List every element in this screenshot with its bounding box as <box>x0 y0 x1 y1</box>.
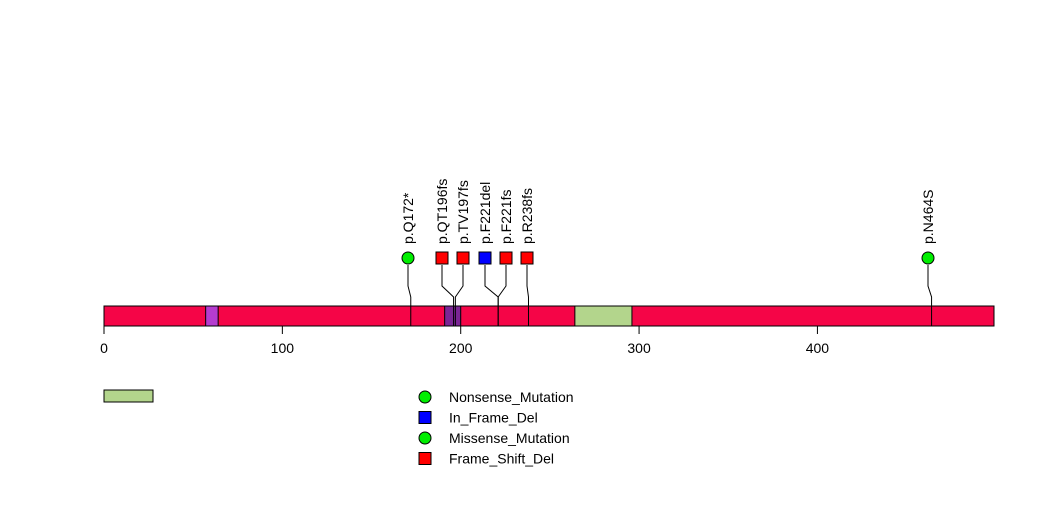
x-tick-label: 100 <box>271 340 295 356</box>
domain-1 <box>444 305 462 327</box>
mutation-stick <box>526 265 529 326</box>
mutation-head-circle <box>921 251 935 265</box>
mutation-label: p.TV197fs <box>455 180 471 244</box>
protein-backbone <box>103 305 995 327</box>
mutation-label: p.N464S <box>920 190 936 244</box>
domain-2 <box>574 305 633 327</box>
mutation-head-square <box>456 251 470 265</box>
domain-legend-swatch <box>103 389 154 403</box>
x-tick-label: 300 <box>627 340 651 356</box>
domain-0 <box>205 305 219 327</box>
legend-square-icon <box>418 452 432 465</box>
legend-label: Frame_Shift_Del <box>449 451 554 467</box>
mutation-stick <box>454 265 464 326</box>
legend-label: Missense_Mutation <box>449 430 570 446</box>
legend-circle-icon <box>418 390 432 404</box>
mutation-label: p.Q172* <box>400 192 416 244</box>
legend-square-icon <box>418 411 432 424</box>
legend-circle-icon <box>418 431 432 445</box>
mutation-stick <box>441 265 455 326</box>
mutation-label: p.F221del <box>477 182 493 244</box>
x-tick-label: 0 <box>100 340 108 356</box>
legend-label: Nonsense_Mutation <box>449 389 574 405</box>
mutation-label: p.R238fs <box>519 188 535 244</box>
mutation-head-square <box>478 251 492 265</box>
mutation-head-circle <box>401 251 415 265</box>
mutation-label: p.QT196fs <box>434 179 450 244</box>
mutation-stick <box>497 265 507 326</box>
legend-label: In_Frame_Del <box>449 410 538 426</box>
mutation-stick <box>927 265 933 326</box>
mutation-head-square <box>435 251 449 265</box>
mutation-stick <box>407 265 412 326</box>
mutation-head-square <box>499 251 513 265</box>
x-tick-label: 400 <box>806 340 830 356</box>
x-tick-label: 200 <box>449 340 473 356</box>
mutation-label: p.F221fs <box>498 190 514 244</box>
mutation-head-square <box>520 251 534 265</box>
